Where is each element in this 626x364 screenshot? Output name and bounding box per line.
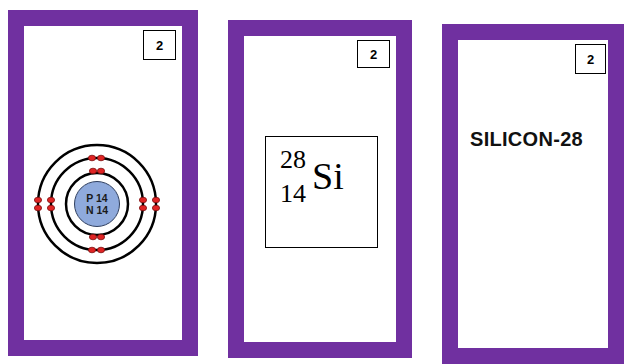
isotope-card: 2 28 14Si [228, 20, 412, 358]
electron [47, 197, 54, 203]
electron [88, 247, 95, 253]
electron [97, 168, 104, 174]
card-number-box: 2 [575, 44, 606, 74]
electron [97, 155, 104, 161]
particle-count: N 14 [86, 204, 108, 216]
electron [34, 205, 41, 211]
isotope-notation-box: 28 14Si [265, 136, 378, 248]
electron [139, 205, 146, 211]
electron [89, 168, 96, 174]
electron [152, 205, 159, 211]
element-symbol: Si [312, 157, 344, 195]
isotope-card: 2 P 14N 14 [8, 10, 198, 356]
electron [89, 234, 96, 240]
card-number: 2 [156, 39, 163, 52]
atomic-number: 14 [280, 181, 306, 207]
electron [97, 247, 104, 253]
isotope-card: SILICON-28 2 [442, 24, 624, 364]
nucleus-circle: P 14N 14 [74, 181, 120, 227]
particle-count: P 14 [86, 192, 107, 204]
card-number: 2 [587, 53, 594, 66]
electron [88, 155, 95, 161]
electron [152, 197, 159, 203]
electron [97, 234, 104, 240]
electron [139, 197, 146, 203]
card-number: 2 [370, 48, 377, 61]
inner-shell [66, 173, 128, 235]
electron [34, 197, 41, 203]
electron [47, 205, 54, 211]
isotope-name: SILICON-28 [470, 128, 583, 150]
card-number-box: 2 [143, 30, 176, 60]
mass-number: 28 [280, 147, 306, 173]
outer-shell [38, 145, 156, 263]
middle-shell [51, 158, 143, 250]
card-number-box: 2 [357, 40, 390, 68]
